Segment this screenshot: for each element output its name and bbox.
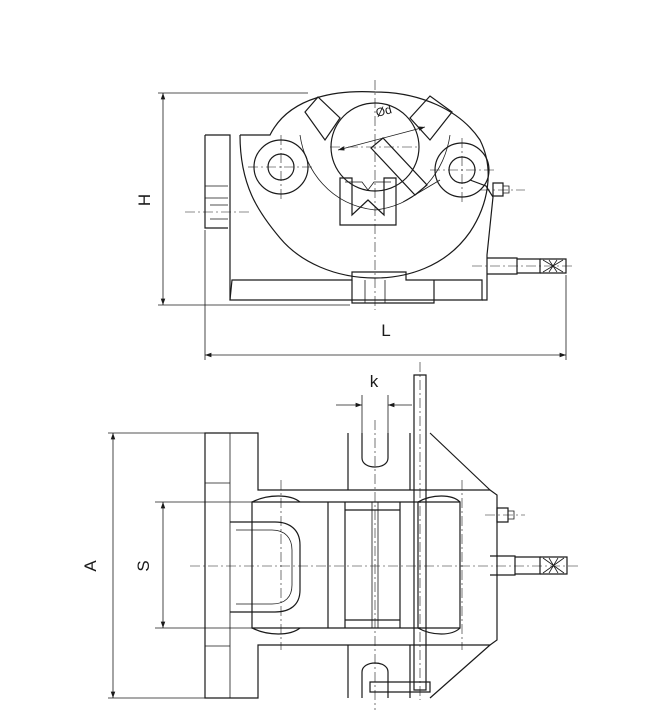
height-label: H (135, 194, 154, 206)
slot-width-label: k (370, 372, 379, 391)
height-dimension: H (135, 92, 350, 306)
jaw-span-label: S (134, 560, 153, 571)
bore-label: Ød (374, 102, 393, 120)
jaw-span-dimension: S (134, 501, 252, 629)
slot-width-dimension: k (336, 372, 412, 433)
overall-width-label: A (81, 560, 100, 572)
overall-width-dimension: A (81, 432, 205, 699)
length-label: L (381, 321, 390, 340)
bore-dimension: Ød (337, 102, 441, 203)
length-dimension: L (204, 230, 567, 360)
top-view (190, 362, 580, 710)
